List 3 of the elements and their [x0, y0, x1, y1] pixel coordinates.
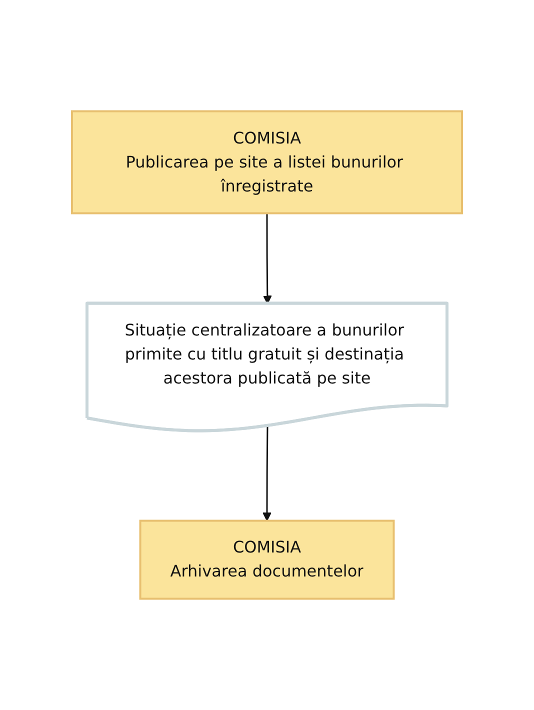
node-box: COMISIA Arhivarea documentelor	[139, 520, 395, 600]
node-box: COMISIA Publicarea pe site a listei bunurilor înregistrate	[71, 110, 463, 214]
arrow	[262, 426, 272, 522]
